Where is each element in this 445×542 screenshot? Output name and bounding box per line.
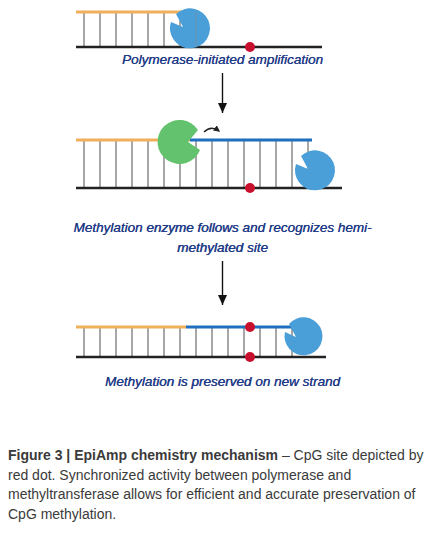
movement-arrow [204,128,219,132]
dna-panel-1 [76,8,322,52]
flow-arrow [218,261,227,305]
primer-strand [76,11,186,14]
step-caption: Methylation is preserved on new strand [60,372,385,392]
arrow-head [218,103,227,113]
enzyme-rung [196,12,197,46]
base-pair-rungs [84,13,180,46]
cpg-methyl-dot [245,183,255,193]
cpg-methyl-dot [245,352,255,362]
polymerase-enzyme [295,150,335,190]
new-strand [190,139,312,142]
flow-arrow [218,73,227,113]
figure-caption: Figure 3 | EpiAmp chemistry mechanism– C… [8,446,440,524]
cpg-methyl-dot [245,322,255,332]
template-strand [76,356,326,359]
arrow-shaft [222,73,223,113]
methyltransferase-enzyme [158,120,200,164]
new-strand [186,326,300,329]
dna-panel-3 [76,317,326,362]
step-panel: Methylation enzyme follows and recognize… [60,116,385,258]
step-panel: Methylation is preserved on new strand [60,308,385,392]
polymerase-enzyme [285,317,323,355]
base-pair-rungs [84,328,292,356]
dna-panel-2 [76,120,342,193]
primer-strand [76,326,186,329]
arrow-shaft [222,261,223,305]
step-caption: Polymerase-initiated amplification [60,50,385,70]
step-panel: Polymerase-initiated amplification [60,0,385,70]
polymerase-enzyme [170,8,210,48]
template-strand [76,187,342,190]
cpg-methyl-dot [245,42,255,52]
figure-title: Figure 3 | EpiAmp chemistry mechanism [8,447,278,463]
step-caption: Methylation enzyme follows and recognize… [60,218,385,258]
arrow-head [218,295,227,305]
